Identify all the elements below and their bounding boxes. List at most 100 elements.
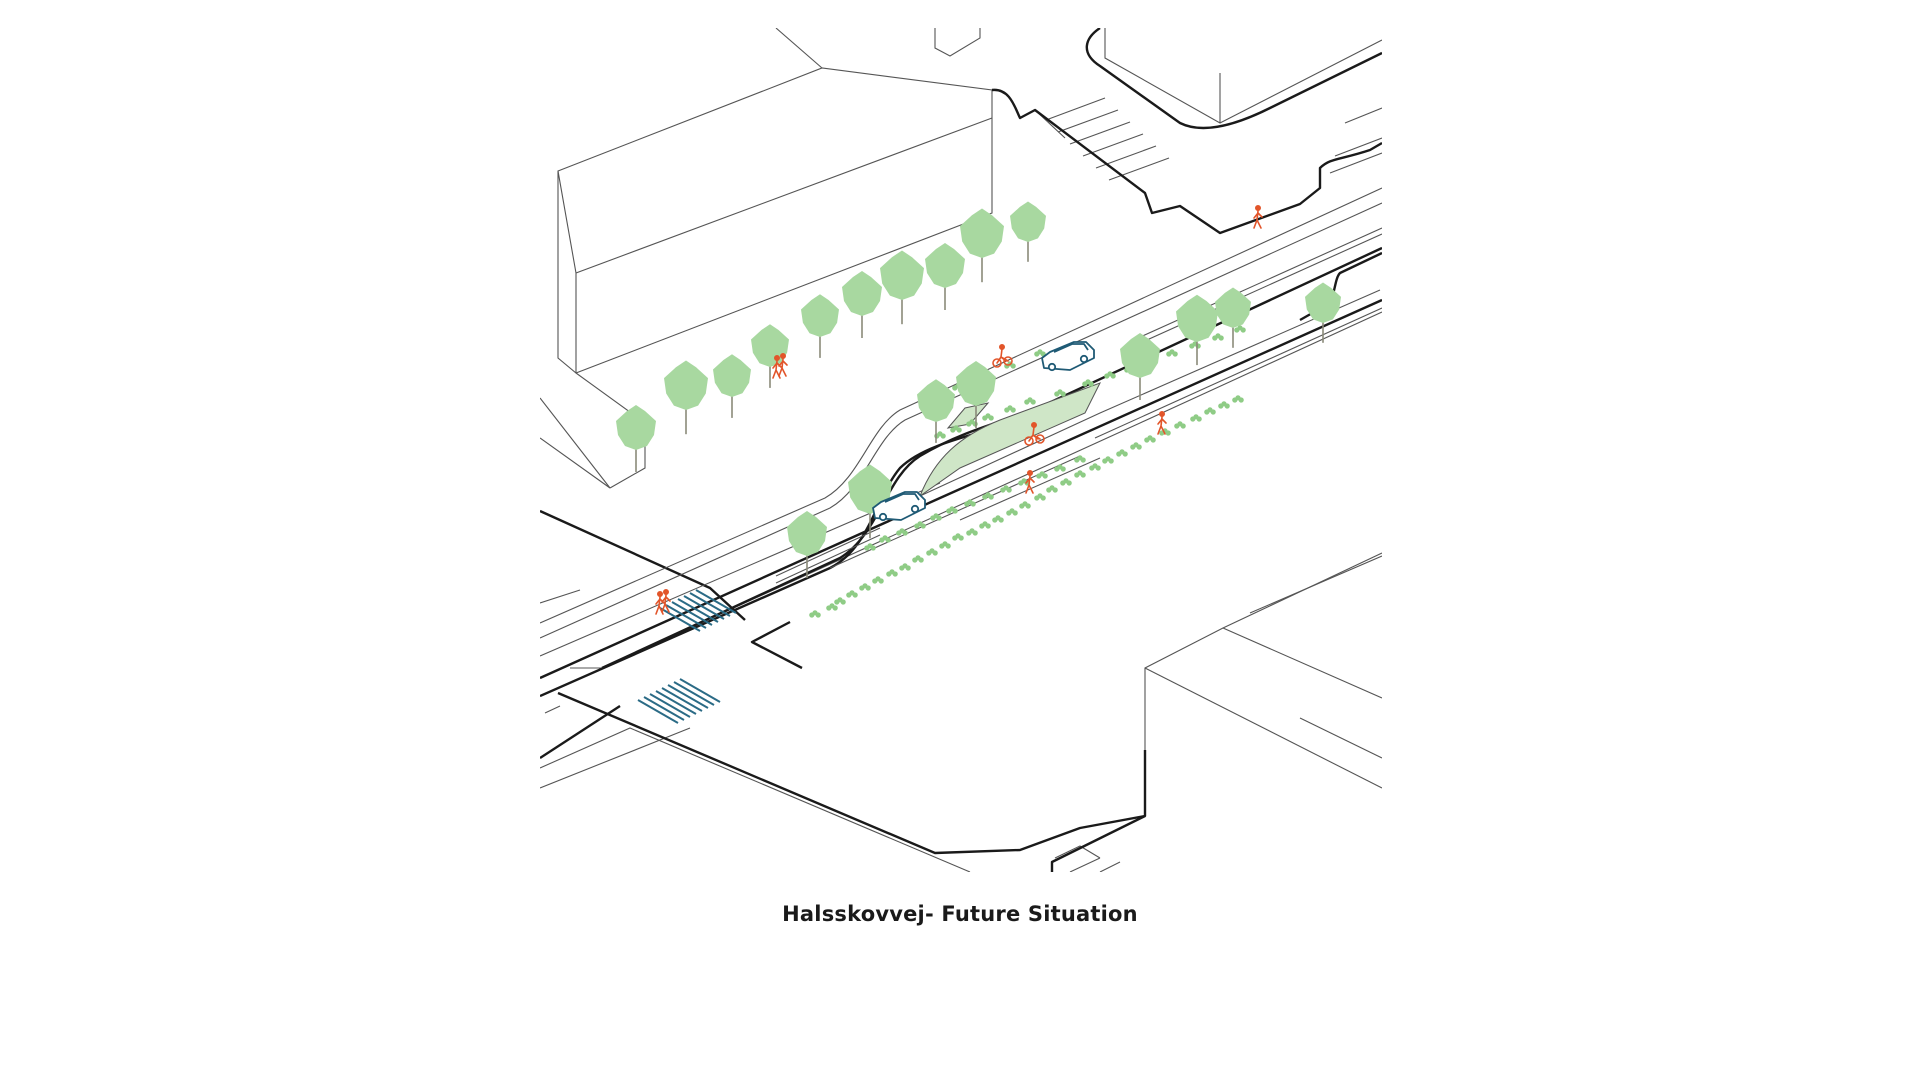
shrub	[896, 528, 908, 536]
crossing-stripe	[643, 696, 685, 721]
road-line-left	[540, 589, 581, 604]
shrub	[1130, 442, 1142, 450]
pedestrian-body	[778, 358, 788, 377]
shrub	[939, 541, 951, 549]
tree-crown	[917, 379, 955, 422]
shrub-leaf	[902, 530, 908, 536]
tree-crown	[956, 361, 996, 406]
shrub	[1006, 508, 1018, 516]
parking-stripes-top	[1034, 97, 1382, 181]
tree-crown	[1176, 294, 1218, 342]
pedestrian-head	[663, 588, 670, 595]
shrub-leaf	[1042, 473, 1048, 479]
diagram-caption: Halsskovvej- Future Situation	[782, 902, 1138, 926]
tree-crown	[1215, 287, 1251, 328]
tree	[842, 271, 882, 338]
curb-upper-road	[540, 246, 1382, 698]
shrub-leaf	[1025, 503, 1031, 509]
car-wheel	[878, 512, 888, 522]
building-top-left	[540, 28, 993, 489]
pedestrian-body	[1157, 416, 1167, 435]
shrub-leaf	[832, 605, 838, 611]
shrub-leaf	[1122, 451, 1128, 457]
cyclist-icon	[992, 343, 1013, 368]
shrub	[1024, 397, 1036, 405]
shrub-leaf	[870, 545, 876, 551]
bicycle-wheel	[1003, 356, 1013, 366]
shrub-leaf	[1238, 397, 1244, 403]
curb-median-lower	[601, 416, 1011, 670]
tree-crown	[751, 324, 789, 367]
bicycle-wheel	[1035, 434, 1045, 444]
shrub-leaf	[956, 427, 962, 433]
pedestrian-icon	[1253, 205, 1263, 229]
shrub-leaf	[958, 535, 964, 541]
shrubs	[809, 325, 1246, 618]
shrub-leaf	[985, 523, 991, 529]
crossing-stripe	[679, 678, 721, 703]
shrub-leaf	[970, 501, 976, 507]
shrub	[899, 563, 911, 571]
pedestrian-body	[661, 594, 671, 613]
shrub	[952, 533, 964, 541]
shrub-leaf	[1010, 407, 1016, 413]
crossing-stripe	[683, 595, 725, 620]
shrub-leaf	[936, 515, 942, 521]
car-wheel	[1047, 362, 1057, 372]
building-top-right	[1104, 28, 1382, 124]
shrub	[1234, 325, 1246, 333]
shrub	[964, 499, 976, 507]
crossing-stripe	[667, 684, 709, 709]
tree	[713, 354, 751, 418]
shrub-leaf	[1052, 487, 1058, 493]
shrub-leaf	[998, 517, 1004, 523]
shrub	[879, 535, 891, 543]
car-window	[884, 493, 920, 503]
shrub-leaf	[1180, 423, 1186, 429]
median-green-small	[946, 402, 990, 429]
shrub-leaf	[1210, 409, 1216, 415]
shrub-leaf	[1224, 403, 1230, 409]
shrub	[864, 543, 876, 551]
crossing-stripe	[655, 690, 697, 715]
shrub-leaf	[952, 508, 958, 514]
crossing-stripe	[677, 598, 719, 623]
shrub	[1019, 501, 1031, 509]
shrub	[1074, 470, 1086, 478]
pedestrian-body	[1025, 475, 1035, 494]
building-bottom-right	[1144, 552, 1382, 789]
shrub-leaf	[865, 585, 871, 591]
shrub-leaf	[1088, 381, 1094, 387]
tree-crown	[925, 243, 965, 288]
shrub	[846, 590, 858, 598]
crossing-stripe	[649, 693, 691, 718]
shrub	[1054, 389, 1066, 397]
tree	[787, 511, 827, 578]
shrub	[1082, 379, 1094, 387]
shrub-leaf	[1110, 373, 1116, 379]
tree	[1176, 294, 1218, 366]
tree	[1305, 282, 1341, 343]
street-diagram-svg	[540, 28, 1382, 872]
shrub-leaf	[840, 599, 846, 605]
shrub	[914, 521, 926, 529]
cyclist-body	[1028, 426, 1041, 442]
shrub	[1174, 421, 1186, 429]
tree-crown	[842, 271, 882, 316]
pedestrian-head	[1026, 469, 1033, 476]
shrub	[1000, 485, 1012, 493]
shrub	[1046, 485, 1058, 493]
median-green	[918, 382, 1102, 498]
shrub-leaf	[1010, 363, 1016, 369]
shrub	[1034, 493, 1046, 501]
pedestrian-head	[657, 590, 664, 597]
car-wheel	[910, 504, 920, 514]
crossing-curb	[750, 620, 803, 670]
shrub-leaf	[1095, 465, 1101, 471]
shrub-leaf	[878, 578, 884, 584]
shrub	[834, 597, 846, 605]
shrub-leaf	[940, 433, 946, 439]
people	[655, 205, 1263, 615]
shrub	[1204, 407, 1216, 415]
